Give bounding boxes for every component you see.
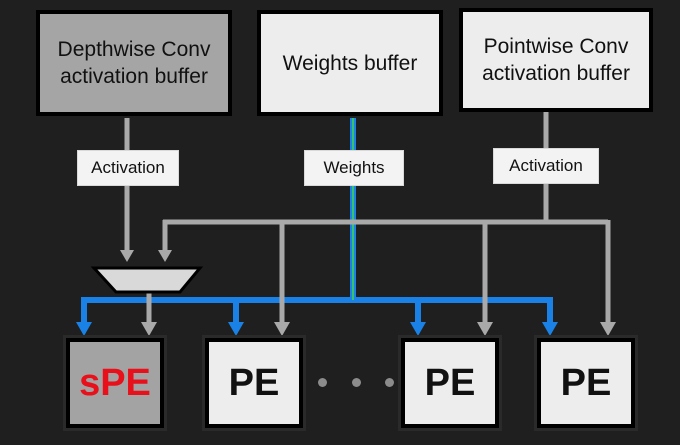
ellipsis-dots xyxy=(318,367,394,397)
pe-label-1: PE xyxy=(228,361,280,404)
spe-block: sPE xyxy=(63,335,167,431)
pe-label-2: PE xyxy=(424,361,476,404)
weights-arrowheads xyxy=(76,322,558,336)
activation-label-right: Activation xyxy=(493,148,599,184)
ellipsis-dot xyxy=(351,377,361,387)
ellipsis-dot xyxy=(385,377,394,387)
pe-block-1: PE xyxy=(202,335,306,431)
pointwise-activation-bus xyxy=(146,112,611,322)
ellipsis-dot xyxy=(318,377,327,387)
weights-buffer-label: Weights buffer xyxy=(282,51,418,75)
spe-label: sPE xyxy=(79,361,151,404)
pointwise-activation-buffer: Pointwise Conv activation buffer xyxy=(459,8,653,112)
pe-block-2: PE xyxy=(398,335,502,431)
pe-block-3: PE xyxy=(534,335,638,431)
multiplexer xyxy=(90,266,204,294)
activation-label-left: Activation xyxy=(77,150,179,186)
depthwise-buffer-label: Depthwise Conv activation buffer xyxy=(57,38,211,88)
weights-label: Weights xyxy=(304,150,404,186)
pointwise-buffer-label: Pointwise Conv activation buffer xyxy=(482,35,630,85)
pe-label-3: PE xyxy=(560,361,612,404)
depthwise-activation-buffer: Depthwise Conv activation buffer xyxy=(36,10,232,116)
activation-arrowheads xyxy=(141,250,616,336)
weights-buffer: Weights buffer xyxy=(257,10,443,116)
